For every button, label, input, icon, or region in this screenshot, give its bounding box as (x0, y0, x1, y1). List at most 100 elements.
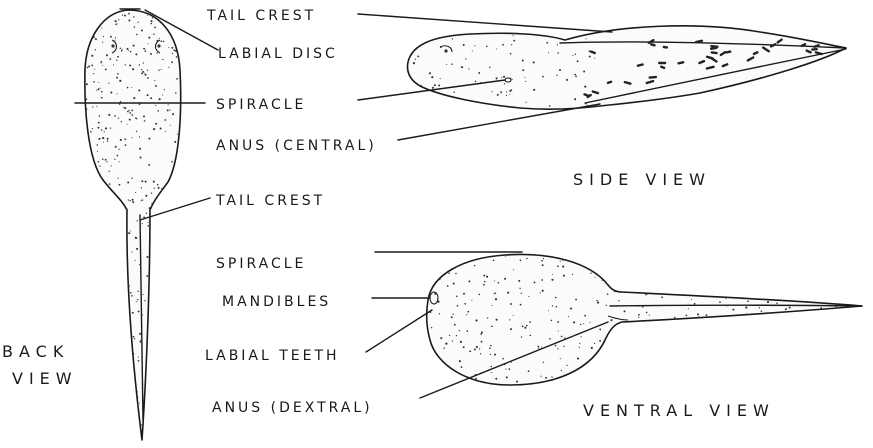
tail-marking (651, 44, 654, 45)
stipple-dot (141, 187, 142, 188)
label-spiracle-ventral: SPIRACLE (216, 256, 306, 272)
stipple-dot (168, 47, 169, 48)
stipple-dot (158, 69, 159, 70)
stipple-dot (486, 276, 488, 278)
stipple-dot (474, 265, 475, 266)
stipple-dot (117, 177, 118, 178)
stipple-dot (101, 97, 103, 99)
stipple-dot (151, 23, 153, 25)
stipple-dot (147, 94, 149, 96)
stipple-dot (86, 83, 88, 85)
stipple-dot (573, 321, 575, 323)
tail-marking (807, 51, 811, 53)
stipple-dot (91, 65, 93, 67)
stipple-dot (131, 110, 133, 112)
stipple-dot (93, 73, 94, 74)
stipple-dot (132, 201, 134, 203)
stipple-dot (534, 281, 536, 283)
back-view-left-eye-dot (111, 44, 114, 47)
stipple-dot (469, 350, 471, 352)
stipple-dot (137, 391, 138, 392)
stipple-dot (543, 258, 544, 259)
stipple-dot (132, 199, 134, 201)
stipple-dot (169, 109, 170, 110)
stipple-dot (439, 313, 440, 314)
stipple-dot (132, 68, 134, 70)
stipple-dot (128, 110, 129, 111)
stipple-dot (575, 76, 577, 78)
stipple-dot (493, 260, 495, 262)
stipple-dot (110, 36, 112, 38)
stipple-dot (147, 225, 149, 227)
stipple-dot (138, 89, 140, 91)
stipple-dot (524, 327, 526, 329)
stipple-dot (467, 330, 469, 332)
stipple-dot (133, 16, 134, 17)
stipple-dot (505, 369, 506, 370)
stipple-dot (93, 36, 95, 38)
stipple-dot (529, 321, 531, 323)
stipple-dot (747, 300, 749, 302)
stipple-dot (432, 87, 434, 89)
stipple-dot (642, 306, 644, 308)
stipple-dot (552, 305, 553, 306)
stipple-dot (141, 424, 142, 425)
stipple-dot (541, 279, 543, 281)
stipple-dot (496, 77, 498, 79)
stipple-dot (572, 55, 573, 56)
stipple-dot (136, 118, 137, 119)
tail-marking (707, 67, 714, 69)
stipple-dot (106, 161, 107, 162)
stipple-dot (92, 128, 93, 129)
tail-marking (754, 52, 757, 54)
stipple-dot (549, 105, 551, 107)
stipple-dot (461, 66, 463, 68)
stipple-dot (541, 260, 543, 262)
stipple-dot (161, 41, 163, 43)
stipple-dot (168, 104, 169, 105)
stipple-dot (555, 345, 557, 347)
stipple-dot (153, 181, 155, 183)
stipple-dot (102, 159, 104, 161)
stipple-dot (510, 328, 512, 330)
stipple-dot (127, 87, 129, 89)
stipple-dot (452, 341, 453, 342)
stipple-dot (128, 13, 130, 15)
stipple-dot (570, 307, 572, 309)
stipple-dot (602, 280, 603, 281)
stipple-dot (596, 300, 597, 301)
stipple-dot (498, 282, 500, 284)
stipple-dot (698, 316, 700, 318)
stipple-dot (624, 310, 626, 312)
stipple-dot (157, 184, 159, 186)
stipple-dot (118, 19, 119, 20)
stipple-dot (115, 146, 117, 148)
stipple-dot (122, 49, 123, 50)
stipple-dot (173, 49, 175, 51)
tail-marking (802, 44, 805, 46)
stipple-dot (103, 142, 104, 143)
stipple-dot (135, 192, 136, 193)
stipple-dot (105, 127, 107, 129)
stipple-dot (151, 203, 153, 205)
stipple-dot (524, 77, 525, 78)
stipple-dot (154, 187, 155, 188)
stipple-dot (125, 64, 126, 65)
stipple-dot (545, 377, 547, 379)
stipple-dot (171, 47, 173, 49)
stipple-dot (98, 82, 99, 83)
stipple-dot (563, 346, 564, 347)
stipple-dot (130, 51, 132, 53)
stipple-dot (646, 312, 648, 314)
stipple-dot (146, 275, 148, 277)
stipple-dot (117, 155, 119, 157)
stipple-dot (110, 127, 111, 128)
leader-anus-central (398, 104, 600, 140)
stipple-dot (107, 140, 108, 141)
title-ventral-view: VENTRAL VIEW (583, 401, 775, 420)
stipple-dot (558, 330, 559, 331)
stipple-dot (434, 293, 436, 295)
stipple-dot (162, 59, 163, 60)
stipple-dot (581, 336, 582, 337)
